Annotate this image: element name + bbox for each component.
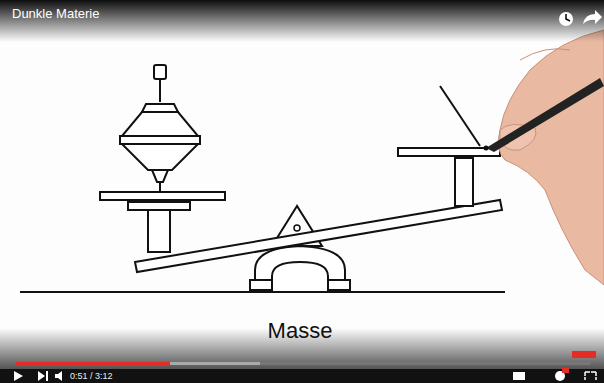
caption-word: Masse (268, 318, 333, 344)
drawing-hand (484, 30, 604, 285)
time-display: 0:51 / 3:12 (70, 371, 113, 381)
video-title: Dunkle Materie (12, 6, 99, 21)
